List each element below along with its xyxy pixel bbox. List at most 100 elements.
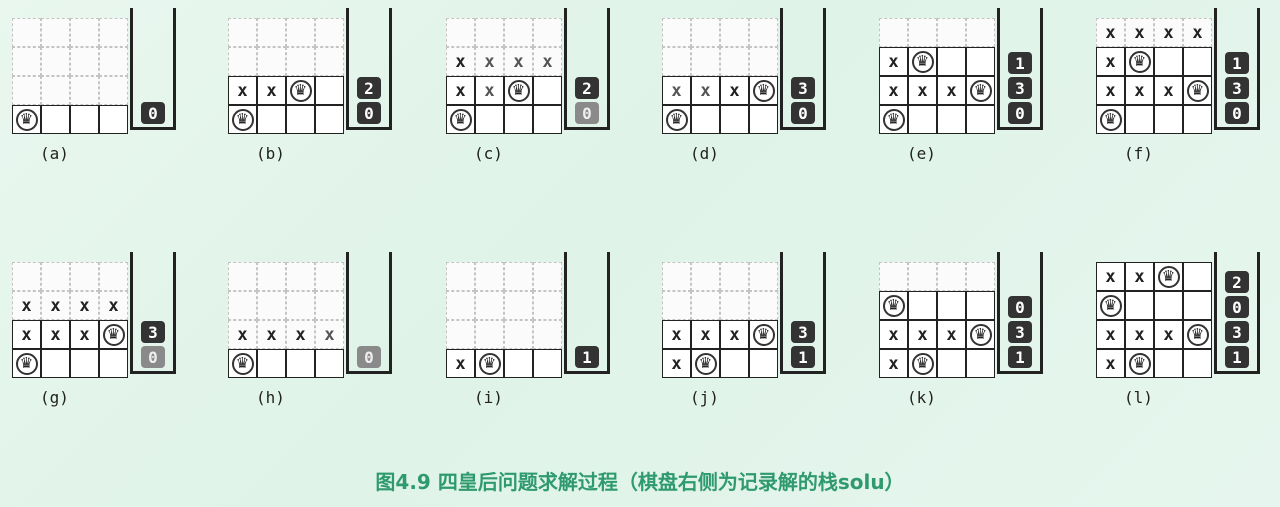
board-cell: [475, 262, 504, 291]
board-cell: [533, 105, 562, 134]
board-cell: [99, 262, 128, 291]
stack-item: 0: [1225, 296, 1249, 318]
board-cell: [720, 291, 749, 320]
board-cell: x: [691, 76, 720, 105]
board-cell: x: [446, 76, 475, 105]
panel-label: (h): [256, 388, 285, 407]
board-cell: [691, 47, 720, 76]
board-cell: [966, 349, 995, 378]
stack-item: 0: [1008, 102, 1032, 124]
board-cell: ♛: [1183, 320, 1212, 349]
stack-item: 0: [575, 102, 599, 124]
board-cell: ♛: [1096, 105, 1125, 134]
board-cell: [533, 320, 562, 349]
board-cell: [908, 18, 937, 47]
board-cell: [446, 262, 475, 291]
queen-icon: ♛: [231, 352, 254, 375]
board-cell: [966, 291, 995, 320]
stack-item: 3: [141, 321, 165, 343]
board-cell: [1154, 349, 1183, 378]
queen-icon: ♛: [665, 108, 688, 131]
board-cell: x: [1125, 320, 1154, 349]
board-cell: ♛: [475, 349, 504, 378]
board-cell: ♛: [12, 349, 41, 378]
panel-label: (f): [1124, 144, 1153, 163]
board-cell: x: [41, 320, 70, 349]
board-cell: [475, 105, 504, 134]
board-cell: [908, 291, 937, 320]
board-cell: [315, 105, 344, 134]
board-cell: [1183, 349, 1212, 378]
board-cell: [879, 262, 908, 291]
board-cell: x: [315, 320, 344, 349]
board-cell: [749, 262, 778, 291]
board-cell: ♛: [966, 76, 995, 105]
board-cell: [533, 18, 562, 47]
board-cell: [720, 47, 749, 76]
board-cell: [228, 18, 257, 47]
stack-item: 0: [1008, 296, 1032, 318]
board-cell: [504, 105, 533, 134]
board-cell: x: [1125, 18, 1154, 47]
stack-item: 1: [575, 346, 599, 368]
board-cell: [966, 105, 995, 134]
board-cell: [937, 105, 966, 134]
board-cell: x: [691, 320, 720, 349]
board-cell: x: [1096, 320, 1125, 349]
board-cell: ♛: [749, 76, 778, 105]
board-cell: [12, 76, 41, 105]
board-cell: x: [257, 320, 286, 349]
board-cell: [533, 349, 562, 378]
board-cell: ♛: [966, 320, 995, 349]
board-cell: x: [720, 320, 749, 349]
stack-item: 3: [1008, 77, 1032, 99]
board-cell: x: [533, 47, 562, 76]
queen-icon: ♛: [911, 50, 934, 73]
board-cell: x: [1096, 262, 1125, 291]
board-cell: ♛: [1125, 349, 1154, 378]
board-cell: ♛: [12, 105, 41, 134]
board-cell: [1183, 105, 1212, 134]
board-cell: [504, 262, 533, 291]
board-cell: [749, 291, 778, 320]
board-cell: x: [1154, 320, 1183, 349]
board-cell: [749, 18, 778, 47]
solution-stack: 1: [564, 252, 610, 374]
queen-icon: ♛: [1186, 79, 1209, 102]
board-cell: [286, 262, 315, 291]
board-cell: [475, 18, 504, 47]
board-cell: ♛: [908, 47, 937, 76]
chessboard: ♛: [12, 18, 128, 134]
board-cell: [691, 262, 720, 291]
queen-icon: ♛: [449, 108, 472, 131]
board-cell: x: [1183, 18, 1212, 47]
board-cell: x: [446, 47, 475, 76]
queen-icon: ♛: [752, 323, 775, 346]
board-cell: [228, 291, 257, 320]
stack-item: 3: [791, 77, 815, 99]
stack-item: 3: [1225, 321, 1249, 343]
board-cell: [286, 349, 315, 378]
board-cell: ♛: [749, 320, 778, 349]
board-cell: [286, 105, 315, 134]
board-cell: [662, 262, 691, 291]
queen-icon: ♛: [1099, 294, 1122, 317]
board-cell: [749, 349, 778, 378]
board-cell: x: [1096, 47, 1125, 76]
board-cell: x: [662, 76, 691, 105]
board-cell: [315, 76, 344, 105]
board-cell: [70, 76, 99, 105]
queen-icon: ♛: [969, 79, 992, 102]
board-cell: [315, 18, 344, 47]
panel-label: (j): [690, 388, 719, 407]
board-cell: [41, 47, 70, 76]
solution-stack: 0: [346, 252, 392, 374]
